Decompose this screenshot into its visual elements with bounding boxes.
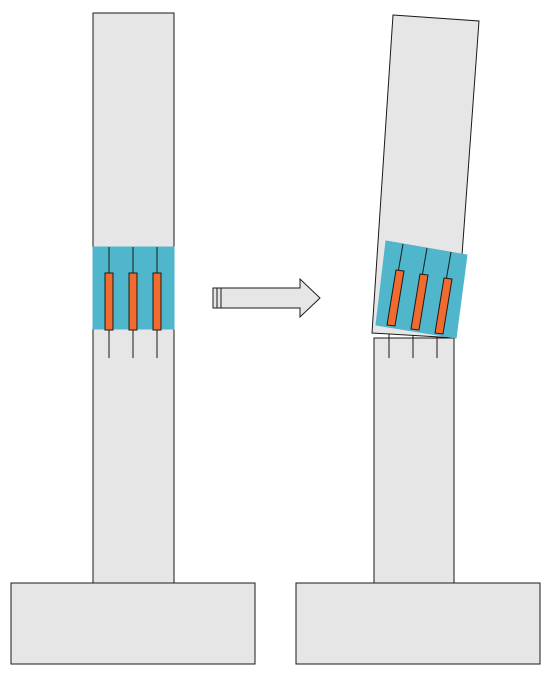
rod (152, 272, 162, 331)
rod (410, 273, 429, 331)
right-arrow-icon (212, 277, 321, 319)
foundation-left (10, 582, 256, 665)
rod (386, 269, 405, 327)
foundation-right (295, 582, 541, 665)
column-lower-right (373, 337, 455, 584)
rod (104, 272, 114, 331)
rebar-group-left (104, 247, 162, 358)
panel-after (295, 14, 541, 665)
rod (128, 272, 138, 331)
panel-before (10, 12, 256, 665)
rod (434, 277, 453, 335)
rebar-group-right (386, 243, 453, 335)
